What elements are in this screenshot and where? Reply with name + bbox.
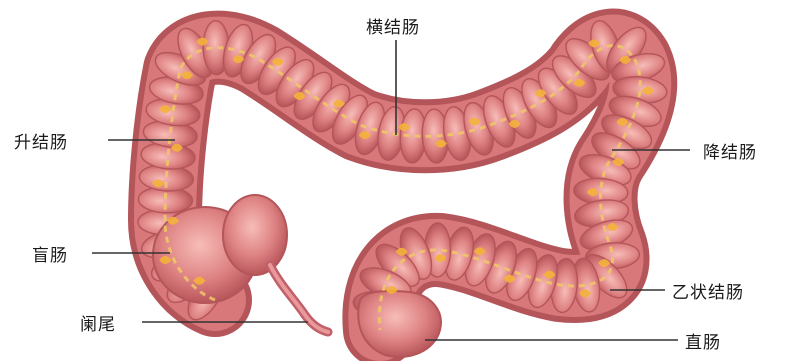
label-descending-colon: 降结肠 (703, 138, 757, 163)
label-rectum: 直肠 (685, 328, 721, 353)
label-transverse-colon: 横结肠 (366, 13, 420, 38)
label-appendix: 阑尾 (80, 310, 116, 335)
cecum-pouch-lobe (223, 195, 287, 275)
label-sigmoid-colon: 乙状结肠 (672, 278, 744, 303)
label-cecum: 盲肠 (32, 241, 68, 266)
label-ascending-colon: 升结肠 (14, 128, 68, 153)
rectum-shape (358, 291, 441, 357)
